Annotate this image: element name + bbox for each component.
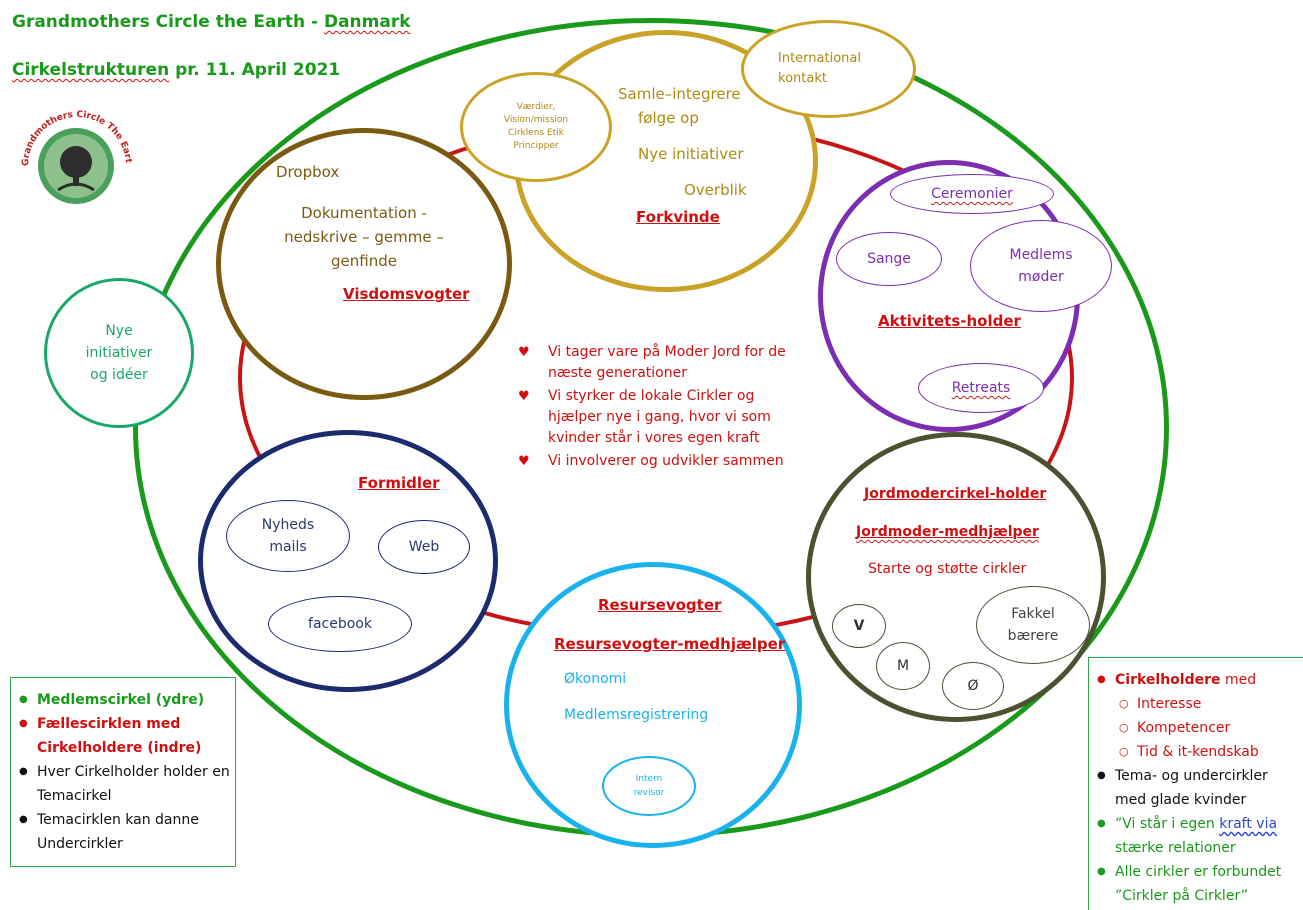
resurse-role: Resursevogter — [598, 596, 722, 614]
values-line: Cirklens Etik — [508, 128, 564, 138]
medlems-line: Medlems — [1009, 247, 1073, 263]
legend-item: Tema- og undercirkler med glade kvinder — [1093, 764, 1301, 812]
legend-item: Hver Cirkelholder holder en Temacirkel — [15, 760, 231, 808]
legend-item-link: kraft via — [1219, 816, 1278, 832]
title-word: Danmark — [323, 12, 411, 32]
intern-line: Intern — [635, 774, 663, 784]
center-bullet: ♥ Vi tager vare på Moder Jord for de næs… — [518, 342, 808, 384]
doc-line: nedskrive – gemme – — [284, 228, 444, 246]
legend-item-rest: med — [1220, 672, 1257, 688]
nye-initiativer-circle: Nye initiativer og idéer — [44, 278, 194, 428]
nye-line: Nye — [105, 323, 133, 339]
retreats-label: Retreats — [951, 380, 1011, 396]
visdom-role: Visdomsvogter — [343, 285, 470, 303]
heart-icon: ♥ — [518, 389, 530, 404]
legend-item: Fællescirklen med Cirkelholdere (indre) — [15, 712, 231, 760]
legend-item: Temacirklen kan danne Undercirkler — [15, 808, 231, 856]
nye-line: og idéer — [90, 367, 148, 383]
visdom-circle — [216, 128, 512, 400]
starte-label: Starte og støtte cirkler — [868, 561, 1027, 577]
legend-item: Medlemscirkel (ydre) — [15, 688, 231, 712]
doc-line: Dokumentation - — [301, 204, 427, 222]
documentation-text: Dokumentation - nedskrive – gemme – genf… — [276, 201, 452, 273]
center-bullet: ♥ Vi styrker de lokale Cirkler og hjælpe… — [518, 386, 808, 449]
sange-label: Sange — [867, 251, 911, 267]
international-line: kontakt — [778, 71, 827, 86]
values-line: Principper — [513, 141, 559, 151]
center-values: ♥ Vi tager vare på Moder Jord for de næs… — [518, 342, 808, 472]
forkvinde-text: Samle–integrere følge op Nye initiativer… — [600, 82, 780, 202]
fakkel-line: bærere — [1007, 628, 1059, 644]
values-bubble: Værdier, Vision/mission Cirklens Etik Pr… — [460, 72, 612, 182]
web-label: Web — [408, 539, 440, 555]
page-subtitle: Cirkelstrukturen pr. 11. April 2021 — [12, 60, 341, 80]
values-line: Vision/mission — [503, 115, 569, 125]
heart-icon: ♥ — [518, 454, 530, 469]
international-line: International — [778, 51, 861, 66]
logo-graphic: Grandmothers Circle The Earth - Danmark — [9, 97, 133, 204]
resurse-helper-role: Resursevogter-medhjælper — [554, 635, 786, 653]
v-label: V — [853, 618, 865, 634]
legend-right: Cirkelholdere med Interesse Kompetencer … — [1088, 657, 1303, 910]
dropbox-label: Dropbox — [276, 163, 340, 181]
international-bubble: International kontakt — [741, 20, 916, 118]
forkvinde-line: følge op — [638, 109, 699, 127]
m-label: M — [896, 658, 910, 674]
legend-item: ”Vi står i egen kraft via stærke relatio… — [1093, 812, 1301, 860]
ceremonier-bubble: Ceremonier — [890, 174, 1054, 214]
retreats-bubble: Retreats — [918, 363, 1044, 413]
medlemsmoder-bubble: Medlems møder — [970, 220, 1112, 312]
resurse-circle — [504, 562, 802, 848]
forkvinde-line: Nye initiativer — [638, 145, 744, 163]
legend-item-pre: ”Vi står i egen — [1115, 816, 1220, 832]
jordmoder-role: Jordmodercirkel-holder — [864, 486, 1047, 502]
intern-line: revisor — [633, 788, 665, 798]
v-bubble: V — [832, 604, 886, 648]
center-bullet-text: Vi styrker de lokale Cirkler og hjælper … — [548, 388, 771, 446]
o-bubble: Ø — [942, 662, 1004, 710]
forkvinde-line: Overblik — [684, 181, 747, 199]
ceremonier-label: Ceremonier — [931, 186, 1013, 202]
legend-item: Cirkelholdere med — [1093, 668, 1301, 692]
facebook-bubble: facebook — [268, 596, 412, 652]
nyheds-line: Nyheds — [261, 517, 315, 533]
legend-item-bold: Cirkelholdere — [1115, 672, 1221, 688]
values-line: Værdier, — [516, 102, 556, 112]
okonomi-label: Økonomi — [564, 671, 627, 687]
intern-revisor-bubble: Intern revisor — [602, 756, 696, 816]
center-bullet: ♥ Vi involverer og udvikler sammen — [518, 451, 808, 472]
jordmoder-helper-role: Jordmoder-medhjælper — [856, 524, 1039, 540]
fakkel-line: Fakkel — [1011, 606, 1055, 622]
heart-icon: ♥ — [518, 345, 530, 360]
legend-subitem: Kompetencer — [1093, 716, 1301, 740]
subtitle-word: Cirkelstrukturen — [12, 60, 170, 80]
jordmoder-helper-label: Jordmoder-medhjælper — [856, 524, 1039, 540]
medlemsregistrering-label: Medlemsregistrering — [564, 707, 709, 723]
formidler-role: Formidler — [358, 474, 440, 492]
legend-item: Alle cirkler er forbundet ”Cirkler på Ci… — [1093, 860, 1301, 908]
center-bullet-text: Vi tager vare på Moder Jord for de næste… — [548, 344, 786, 381]
sange-bubble: Sange — [836, 232, 942, 286]
forkvinde-line: Samle–integrere — [618, 85, 741, 103]
forkvinde-role: Forkvinde — [636, 208, 720, 226]
aktivitet-role: Aktivitets-holder — [878, 312, 1021, 330]
legend-subitem: Interesse — [1093, 692, 1301, 716]
legend-item-post: stærke relationer — [1115, 840, 1236, 856]
logo: Grandmothers Circle The Earth - Danmark — [9, 97, 140, 216]
nyheds-line: mails — [269, 539, 307, 555]
fakkelbaerere-bubble: Fakkel bærere — [976, 586, 1090, 664]
o-label: Ø — [967, 678, 979, 694]
nyhedsmails-bubble: Nyheds mails — [226, 500, 350, 572]
nye-line: initiativer — [85, 345, 153, 361]
doc-line: genfinde — [331, 252, 397, 270]
center-bullet-text: Vi involverer og udvikler sammen — [548, 453, 784, 469]
legend-subitem: Tid & it-kendskab — [1093, 740, 1301, 764]
web-bubble: Web — [378, 520, 470, 574]
medlems-line: møder — [1018, 269, 1064, 285]
m-bubble: M — [876, 642, 930, 690]
facebook-label: facebook — [308, 616, 372, 632]
page-title: Grandmothers Circle the Earth - Danmark — [12, 12, 411, 32]
legend-left: Medlemscirkel (ydre) Fællescirklen med C… — [10, 677, 236, 867]
